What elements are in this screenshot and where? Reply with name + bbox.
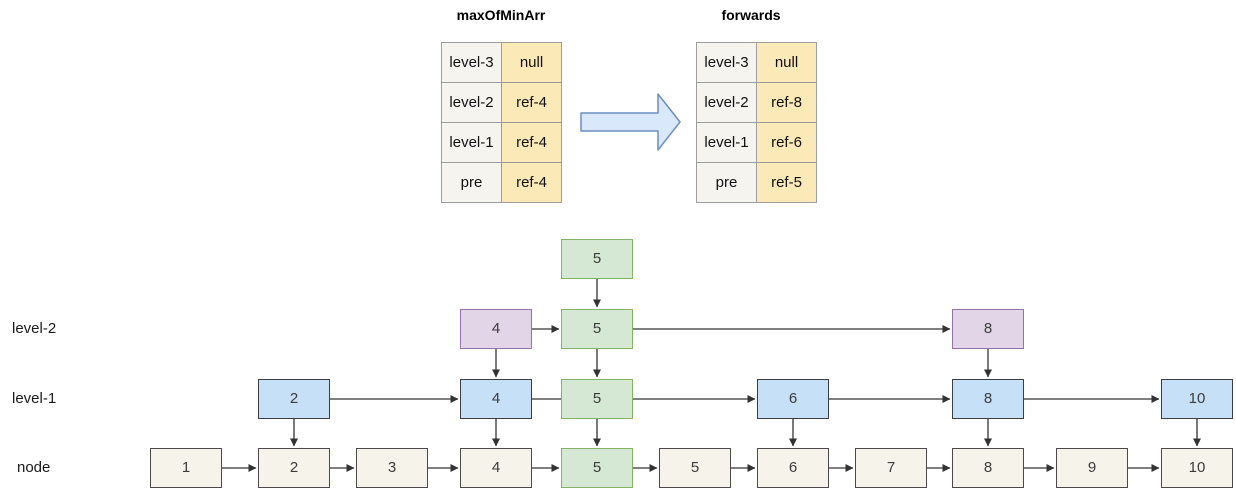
node-6: 6: [757, 448, 829, 488]
table-key-cell: level-2: [696, 82, 757, 123]
node-7: 7: [855, 448, 927, 488]
table-row: level-3 null: [441, 42, 562, 83]
level1-node-5: 5: [561, 379, 633, 419]
connector-group: [222, 279, 1201, 472]
level1-node-10: 10: [1161, 379, 1233, 419]
table-value-cell: ref-5: [756, 162, 817, 203]
maxofminarr-table: level-3 null level-2 ref-4 level-1 ref-4…: [441, 42, 562, 203]
row-label-level-2: level-2: [12, 320, 57, 337]
table-row: level-2 ref-8: [696, 82, 817, 123]
table-key-cell: pre: [441, 162, 502, 203]
level1-node-8: 8: [952, 379, 1024, 419]
table-row: level-3 null: [696, 42, 817, 83]
node-9: 9: [1056, 448, 1128, 488]
maxofminarr-title: maxOfMinArr: [456, 7, 546, 23]
table-value-cell: ref-8: [756, 82, 817, 123]
level2-node-8: 8: [952, 309, 1024, 349]
node-3: 3: [356, 448, 428, 488]
node-2: 2: [258, 448, 330, 488]
table-key-cell: level-1: [441, 122, 502, 163]
table-row: pre ref-5: [696, 162, 817, 203]
node-4: 4: [460, 448, 532, 488]
level1-node-2: 2: [258, 379, 330, 419]
table-key-cell: level-1: [696, 122, 757, 163]
table-key-cell: level-3: [696, 42, 757, 83]
table-row: pre ref-4: [441, 162, 562, 203]
forwards-title: forwards: [721, 7, 781, 23]
node-10: 10: [1161, 448, 1233, 488]
node-5: 5: [659, 448, 731, 488]
table-value-cell: ref-4: [501, 82, 562, 123]
table-key-cell: level-2: [441, 82, 502, 123]
node-5-highlighted: 5: [561, 448, 633, 488]
table-key-cell: pre: [696, 162, 757, 203]
block-arrow-right-icon: [580, 93, 681, 151]
row-label-level-1: level-1: [12, 390, 57, 407]
table-value-cell: ref-4: [501, 162, 562, 203]
row-label-node: node: [17, 459, 51, 476]
node-8: 8: [952, 448, 1024, 488]
head-node-5: 5: [561, 239, 633, 279]
node-1: 1: [150, 448, 222, 488]
level2-node-5: 5: [561, 309, 633, 349]
level1-node-6: 6: [757, 379, 829, 419]
table-value-cell: null: [756, 42, 817, 83]
level2-node-4: 4: [460, 309, 532, 349]
table-value-cell: ref-4: [501, 122, 562, 163]
level1-node-4: 4: [460, 379, 532, 419]
forwards-table: level-3 null level-2 ref-8 level-1 ref-6…: [696, 42, 817, 203]
table-row: level-1 ref-6: [696, 122, 817, 163]
table-row: level-1 ref-4: [441, 122, 562, 163]
table-row: level-2 ref-4: [441, 82, 562, 123]
table-value-cell: null: [501, 42, 562, 83]
table-key-cell: level-3: [441, 42, 502, 83]
table-value-cell: ref-6: [756, 122, 817, 163]
